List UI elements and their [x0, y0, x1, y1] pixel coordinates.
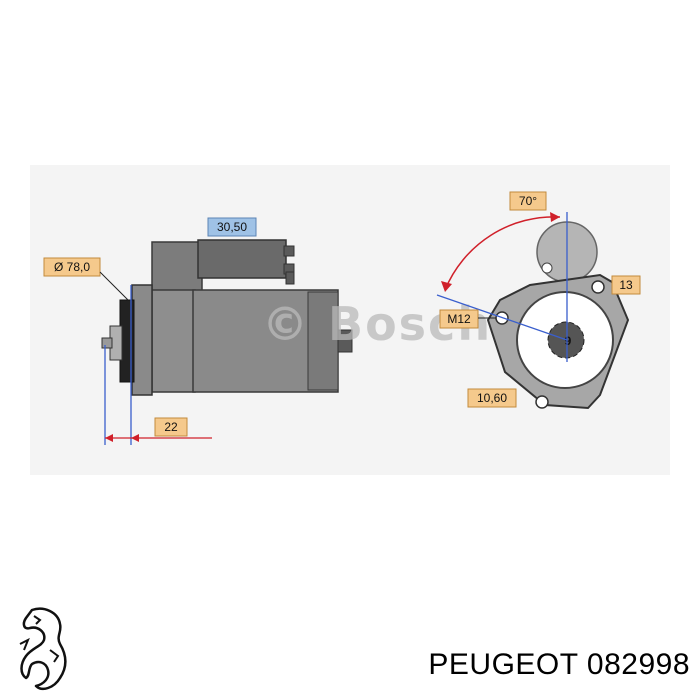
mounting-flange: [131, 284, 153, 396]
bolt-spacing-label-bg: [611, 275, 641, 295]
mount-hole-top: [591, 280, 605, 294]
bolt-spacing-label: 13: [619, 278, 633, 292]
diameter-label: Ø 78,0: [54, 260, 90, 274]
terminal-size-label-bg: [207, 217, 257, 237]
brand-name: PEUGEOT: [428, 648, 579, 681]
motor-end-cap: [307, 291, 339, 391]
drive-housing: [151, 289, 196, 393]
pinion-tip: [101, 337, 113, 349]
terminal-size-label: 30,50: [217, 220, 247, 234]
offset-label: 22: [164, 420, 178, 434]
angle-label-bg: [509, 191, 547, 211]
motor-shaft-end: [337, 329, 353, 353]
angle-arrow-top: [550, 212, 560, 222]
starter-side-view: [101, 239, 353, 396]
side-dimensions: 30,50 Ø 78,0 22: [43, 217, 257, 445]
part-label: PEUGEOT 082998: [428, 648, 690, 682]
angled-axis: [436, 294, 568, 341]
solenoid-terminal-block: [197, 239, 287, 279]
peugeot-lion-logo: [19, 607, 67, 690]
thread-label: M12: [447, 312, 471, 326]
angle-arrow-left: [441, 281, 452, 292]
mount-hole-bottom: [535, 395, 549, 409]
offset-arrow-left: [105, 434, 113, 442]
front-dimensions: 70° 13 M12 10,60: [436, 191, 641, 408]
offset-arrow-right: [131, 434, 139, 442]
footer: PEUGEOT 082998: [0, 600, 700, 700]
diameter-leader: [99, 271, 129, 301]
teeth-count-label: 9: [565, 334, 572, 348]
hole-distance-label: 10,60: [477, 391, 507, 405]
diameter-label-bg: [43, 257, 101, 277]
offset-label-bg: [154, 417, 188, 437]
solenoid-terminal-1: [283, 245, 295, 257]
solenoid-stud: [541, 262, 553, 274]
part-number: 082998: [586, 648, 690, 681]
solenoid-terminal-3: [285, 271, 295, 285]
starter-front-view: 9: [486, 221, 630, 410]
angle-arc: [444, 216, 561, 291]
thread-label-bg: [439, 309, 479, 329]
angle-label: 70°: [519, 194, 537, 208]
hole-distance-label-bg: [467, 388, 517, 408]
